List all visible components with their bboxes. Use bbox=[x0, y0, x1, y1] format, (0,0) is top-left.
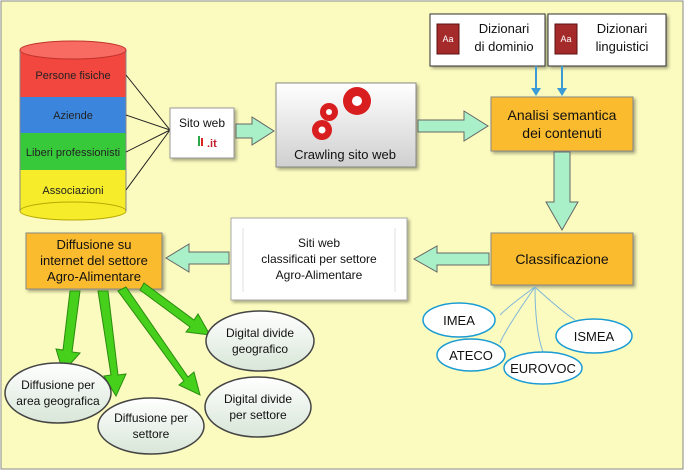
book-icon bbox=[436, 23, 460, 55]
db-bottom-cap bbox=[19, 201, 127, 221]
database-cylinder: Persone fisiche Aziende Liberi professio… bbox=[19, 40, 127, 221]
dictionary-linguistic: Aa Dizionari linguistici bbox=[547, 13, 667, 67]
outcome-digital-divide-sector: Digital divide per settore bbox=[204, 376, 312, 438]
classification-label: Classificazione bbox=[515, 251, 609, 267]
outcome-digital-divide-geo-line1: Digital divide bbox=[226, 326, 294, 340]
db-label-persone: Persone fisiche bbox=[35, 70, 110, 82]
crawling-label: Crawling sito web bbox=[294, 147, 396, 162]
analysis-line1: Analisi semantica bbox=[508, 107, 617, 123]
taxonomy-ismea-label: ISMEA bbox=[574, 329, 615, 344]
analysis-box: Analisi semantica dei contenuti bbox=[490, 96, 634, 152]
green-fan-arrows bbox=[55, 282, 211, 398]
outcome-digital-divide-sector-line2: per settore bbox=[229, 408, 287, 422]
outcome-diffusion-area-line2: area geografica bbox=[16, 394, 100, 408]
outcome-diffusion-sector-line2: settore bbox=[133, 427, 170, 441]
arrow-class-to-sites bbox=[412, 245, 490, 273]
diffusion-box: Diffusione su internet del settore Agro-… bbox=[25, 232, 163, 290]
dictionary-domain-line2: di dominio bbox=[474, 39, 533, 54]
dictionary-linguistic-line2: linguistici bbox=[596, 39, 649, 54]
taxonomy-ateco-label: ATECO bbox=[449, 348, 493, 363]
db-connectors bbox=[125, 74, 171, 191]
site-web-box: Sito web .it bbox=[169, 107, 235, 159]
dictionary-domain-line1: Dizionari bbox=[479, 21, 530, 36]
arrow-sites-to-diffusion bbox=[165, 243, 230, 273]
dictionary-linguistic-line1: Dizionari bbox=[597, 21, 648, 36]
arrow-analysis-to-class bbox=[545, 151, 579, 232]
site-web-label: Sito web bbox=[179, 116, 225, 130]
classified-sites-box: Siti web classificati per settore Agro-A… bbox=[230, 217, 408, 301]
arrow-crawl-to-analysis bbox=[417, 110, 489, 142]
crawling-box: Crawling sito web bbox=[275, 82, 417, 168]
outcome-diffusion-area-line1: Diffusione per bbox=[21, 378, 95, 392]
dictionary-arrows bbox=[531, 66, 567, 96]
dictionary-domain: Aa Dizionari di dominio bbox=[429, 13, 546, 67]
book-icon bbox=[554, 23, 578, 55]
outcome-digital-divide-geo: Digital divide geografico bbox=[205, 310, 315, 372]
outcome-digital-divide-sector-line1: Digital divide bbox=[224, 392, 292, 406]
classified-sites-line2: classificati per settore bbox=[261, 252, 377, 266]
outcome-diffusion-area: Diffusione per area geografica bbox=[4, 362, 112, 424]
taxonomy-imea: IMEA bbox=[422, 302, 496, 338]
green-arrow-sector bbox=[97, 290, 127, 398]
taxonomy-ateco: ATECO bbox=[436, 338, 506, 372]
db-segment-liberi bbox=[20, 132, 126, 170]
taxonomy-connectors bbox=[499, 286, 576, 353]
outcome-diffusion-sector-line1: Diffusione per bbox=[114, 411, 188, 425]
diffusion-line2: internet del settore bbox=[40, 253, 148, 268]
taxonomy-eurovoc: EUROVOC bbox=[503, 351, 583, 385]
db-label-liberi: Liberi professionisti bbox=[26, 147, 120, 159]
green-arrow-digital-geo bbox=[139, 282, 211, 336]
it-flag-green bbox=[198, 136, 200, 146]
classified-sites-line1: Siti web bbox=[298, 236, 340, 250]
taxonomy-ismea: ISMEA bbox=[555, 318, 633, 354]
it-flag-red bbox=[201, 138, 203, 146]
outcome-diffusion-sector: Diffusione per settore bbox=[97, 397, 205, 455]
taxonomy-imea-label: IMEA bbox=[443, 313, 475, 328]
classification-box: Classificazione bbox=[490, 232, 634, 286]
diffusion-line1: Diffusione su bbox=[57, 237, 132, 252]
arrow-site-to-crawl bbox=[235, 116, 275, 146]
taxonomy-eurovoc-label: EUROVOC bbox=[510, 361, 576, 376]
green-arrow-area bbox=[55, 290, 82, 373]
db-label-aziende: Aziende bbox=[53, 110, 93, 122]
it-logo: .it bbox=[207, 138, 217, 150]
db-label-associazioni: Associazioni bbox=[42, 185, 103, 197]
book-icon-label: Aa bbox=[560, 34, 571, 44]
green-arrow-digital-sector bbox=[117, 286, 201, 396]
db-top-cap bbox=[19, 40, 127, 60]
book-icon-label: Aa bbox=[442, 34, 453, 44]
db-segment-aziende bbox=[20, 96, 126, 133]
outcome-digital-divide-geo-line2: geografico bbox=[232, 342, 288, 356]
analysis-line2: dei contenuti bbox=[522, 125, 601, 141]
classified-sites-line3: Agro-Alimentare bbox=[276, 268, 363, 282]
diffusion-line3: Agro-Alimentare bbox=[47, 269, 141, 284]
gears-icon bbox=[312, 87, 371, 140]
